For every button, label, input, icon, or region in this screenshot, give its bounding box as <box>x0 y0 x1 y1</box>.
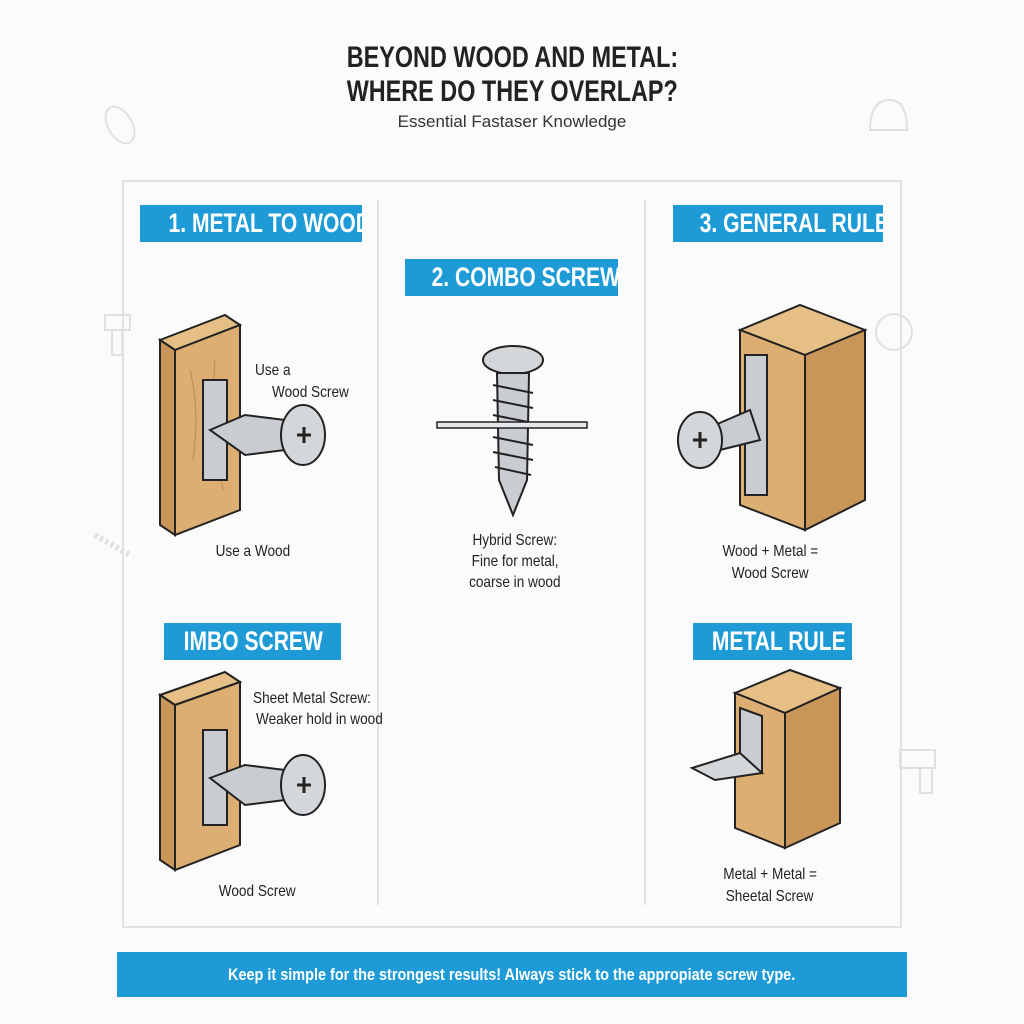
title-line-2: WHERE DO THEY OVERLAP? <box>346 75 678 108</box>
hybrid-screw-illustration <box>436 345 588 518</box>
drill-bit-icon <box>104 105 136 145</box>
callout-wood-screw-rule: Wood Screw <box>731 565 809 582</box>
drill-icon <box>899 749 936 794</box>
callout-sheetal-screw: Sheetal Screw <box>726 888 814 905</box>
footer-banner: Keep it simple for the strongest results… <box>117 952 907 997</box>
callout-wood-screw: Wood Screw <box>272 384 349 401</box>
wood-block-with-screw-illustration <box>157 313 326 537</box>
content-frame <box>122 180 902 928</box>
callout-use-a: Use a <box>255 362 291 379</box>
callout-metal-plus-metal: Metal + Metal = <box>723 866 817 883</box>
subtitle: Essential Fastaser Knowledge <box>397 112 627 131</box>
callout-wood-plus-metal: Wood + Metal = <box>722 543 818 560</box>
panel-heading-imbo-screw: IMBO SCREW <box>164 623 341 660</box>
callout-sheet-metal-screw: Sheet Metal Screw: <box>253 690 371 707</box>
callout-hybrid-screw: Hybrid Screw: <box>472 532 558 549</box>
callout-wood-screw-bottom: Wood Screw <box>219 883 296 900</box>
title-line-1: BEYOND WOOD AND METAL: <box>346 41 678 74</box>
screw-icon <box>93 532 132 558</box>
panel-heading-combo-screw: 2. COMBO SCREW <box>405 259 618 296</box>
sheet-metal-screw-illustration <box>157 670 326 872</box>
panel-heading-general-rule: 3. GENERAL RULE <box>673 205 883 242</box>
callout-coarse-in-wood: coarse in wood <box>469 574 561 591</box>
column-divider <box>644 200 646 905</box>
panel-heading-metal-to-wood: 1. METAL TO WOOD <box>140 205 362 242</box>
panel-heading-metal-rule: METAL RULE <box>693 623 852 660</box>
callout-use-a-wood: Use a Wood <box>215 543 290 560</box>
column-divider <box>377 200 379 905</box>
metal-bracket-illustration <box>689 668 843 850</box>
stopwatch-icon <box>875 313 913 351</box>
callout-weaker-hold: Weaker hold in wood <box>256 711 383 728</box>
callout-fine-for-metal: Fine for metal, <box>471 553 559 570</box>
hard-hat-icon <box>868 98 909 131</box>
wood-metal-screw-illustration <box>677 303 868 532</box>
